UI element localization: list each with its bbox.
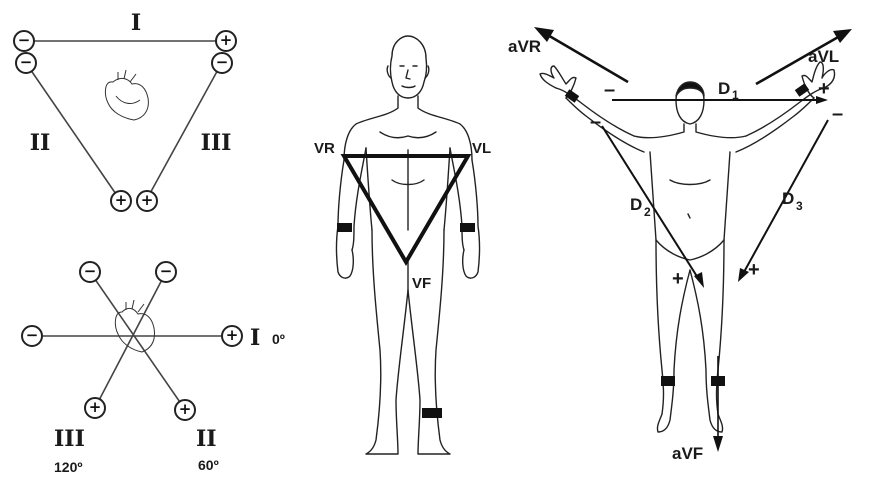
lead-I-label: I (131, 10, 141, 36)
svg-text:3: 3 (796, 199, 803, 213)
svg-text:+: + (226, 326, 239, 344)
vl-label: VL (472, 140, 491, 157)
d3-label: D 3 (782, 189, 803, 213)
terminal-plus-bottom-right: + (175, 400, 195, 420)
lead-II-axis (90, 272, 184, 408)
avr-arrow-line (546, 34, 628, 82)
svg-text:+: + (141, 191, 154, 209)
hexaxial-reference: − + − − + + I 0º II 60º III 120º (22, 262, 285, 475)
human-figure-icon (337, 36, 480, 454)
svg-text:2: 2 (644, 205, 651, 219)
lead-III-label: III (54, 426, 85, 452)
electrode-band-right-ankle (661, 376, 675, 386)
svg-text:+: + (89, 398, 102, 416)
d1-plus-sign: + (818, 78, 830, 100)
terminal-plus-top-right: + (216, 31, 236, 51)
svg-text:1: 1 (732, 88, 739, 102)
svg-text:D: D (782, 189, 794, 208)
lead-I-label: I (250, 325, 260, 351)
svg-text:+: + (220, 31, 233, 49)
avr-label: aVR (508, 37, 541, 56)
svg-text:−: − (26, 326, 39, 344)
terminal-minus-right: − (212, 53, 232, 73)
unipolar-triangle: VR VL VF (314, 36, 491, 454)
terminal-plus-right: + (222, 326, 242, 346)
avf-arrowhead (713, 436, 723, 452)
svg-text:+: + (115, 191, 128, 209)
svg-text:D: D (718, 79, 730, 98)
augmented-leads: aVR aVL aVF D 1 D 2 D 3 – + – + – + (508, 27, 852, 463)
avf-label: aVF (672, 444, 703, 463)
d1-label: D 1 (718, 79, 739, 102)
human-figure-arms-raised-icon (540, 62, 835, 432)
vf-label: VF (412, 275, 431, 292)
svg-text:D: D (630, 195, 642, 214)
terminal-plus-bottom-right: + (137, 191, 157, 211)
heart-icon (105, 70, 148, 120)
heart-icon (115, 300, 154, 352)
d2-minus-sign: – (590, 111, 601, 133)
vr-label: VR (314, 140, 335, 157)
electrode-band-right-arm (337, 223, 352, 232)
terminal-minus-left: − (16, 53, 36, 73)
svg-text:−: − (20, 53, 33, 71)
lead-III-label: III (201, 130, 232, 156)
terminal-minus-top-left: − (80, 262, 100, 282)
lead-III-angle: 120º (54, 459, 82, 475)
electrode-band-left-arm (460, 223, 475, 232)
svg-text:+: + (179, 400, 192, 418)
lead-III-axis (96, 272, 166, 406)
electrode-band-left-wrist (795, 83, 809, 96)
terminal-minus-top-right: − (156, 262, 176, 282)
avl-label: aVL (808, 47, 839, 66)
terminal-minus-left: − (22, 326, 42, 346)
svg-text:−: − (84, 262, 97, 280)
avl-arrowhead (833, 29, 852, 43)
electrode-band-left-leg (422, 408, 442, 418)
lead-II-label: II (30, 130, 51, 156)
lead-II-label: II (196, 426, 217, 452)
einthoven-triangle: − + − − + + I II III (14, 10, 236, 211)
d1-minus-sign: – (604, 79, 615, 101)
terminal-plus-bottom-left: + (85, 398, 105, 418)
electrode-band-right-wrist (565, 89, 579, 102)
lead-I-angle: 0º (272, 331, 285, 347)
svg-text:−: − (18, 31, 31, 49)
d3-plus-sign: + (748, 259, 760, 281)
unipolar-triangle-outline (344, 156, 468, 262)
svg-text:−: − (160, 262, 173, 280)
d2-plus-sign: + (672, 268, 684, 290)
terminal-plus-bottom-left: + (111, 191, 131, 211)
svg-text:−: − (216, 53, 229, 71)
d3-minus-sign: – (832, 103, 843, 125)
d2-arrow-line (602, 126, 698, 278)
terminal-minus-top-left: − (14, 31, 34, 51)
lead-II-angle: 60º (198, 457, 219, 473)
